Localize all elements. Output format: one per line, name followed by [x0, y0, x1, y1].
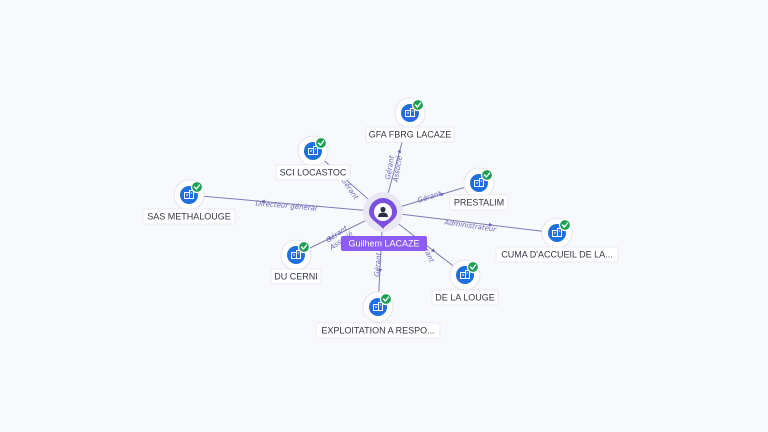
company-node-cuma[interactable]: CUMA D'ACCUEIL DE LA...	[495, 217, 619, 263]
edge-arrow-gfa	[397, 148, 402, 154]
edge-sas	[188, 194, 384, 213]
node-label-box	[365, 126, 455, 143]
edge-label-cuma: Administrateur	[443, 218, 498, 233]
edge-label-sas: Directeur général	[255, 199, 317, 212]
verified-check-icon	[480, 168, 494, 182]
node-label-box	[495, 246, 619, 263]
edge-arrow-sas	[260, 199, 265, 204]
company-node-sas[interactable]: SAS METHALOUGE	[142, 179, 236, 225]
edge-label-exploit: Gérant	[373, 252, 383, 277]
verified-check-icon	[314, 136, 328, 150]
node-label: SCI LOCASTOC	[280, 168, 347, 178]
center-label-box	[341, 236, 427, 251]
person-body-icon	[378, 212, 388, 217]
edge-label-gfa: GérantAssocié	[384, 153, 405, 184]
verified-check-icon	[190, 180, 204, 194]
company-node-ducerni[interactable]: DU CERNI	[270, 239, 322, 285]
edge-arrow-delalouge	[431, 248, 436, 253]
node-label-box	[270, 268, 322, 285]
building-icon	[474, 178, 484, 187]
node-label-box	[315, 322, 441, 339]
node-label: DE LA LOUGE	[435, 293, 495, 303]
verified-check-icon	[411, 98, 425, 112]
person-head-icon	[380, 206, 386, 213]
node-label-box	[449, 194, 509, 211]
building-icon	[460, 270, 470, 279]
edge-arrow-exploit	[378, 268, 383, 273]
edge-arrow-cuma	[488, 222, 493, 227]
edge-label-prestalim: Gérant	[417, 189, 443, 204]
edge-arrow-prestalim	[440, 192, 445, 197]
company-node-gfa[interactable]: GFA FBRG LACAZE	[365, 97, 455, 143]
building-icon	[373, 302, 383, 311]
center-person[interactable]: Guilhem LACAZE	[341, 192, 427, 251]
node-label-box	[275, 164, 351, 181]
node-label-box	[431, 289, 499, 306]
building-icon	[308, 146, 318, 155]
building-icon	[291, 250, 301, 259]
building-icon	[405, 108, 415, 117]
graph-nodes: GFA FBRG LACAZE SCI LOCASTOC PRESTALIM SAS …	[142, 97, 619, 339]
verified-check-icon	[297, 240, 311, 254]
edge-cuma	[382, 211, 558, 234]
center-name: Guilhem LACAZE	[348, 239, 419, 249]
node-label: PRESTALIM	[454, 198, 504, 208]
building-icon	[552, 228, 562, 237]
company-node-exploit[interactable]: EXPLOITATION A RESPO...	[315, 291, 441, 339]
company-node-delalouge[interactable]: DE LA LOUGE	[431, 259, 499, 306]
company-node-prestalim[interactable]: PRESTALIM	[449, 167, 509, 211]
edge-arrow-ducerni	[327, 235, 332, 240]
node-label-box	[142, 208, 236, 225]
verified-check-icon	[466, 260, 480, 274]
node-label: DU CERNI	[274, 272, 318, 282]
company-node-sci[interactable]: SCI LOCASTOC	[275, 135, 351, 181]
node-label: GFA FBRG LACAZE	[369, 130, 452, 140]
node-label: EXPLOITATION A RESPO...	[321, 326, 434, 336]
building-icon	[184, 190, 194, 199]
verified-check-icon	[558, 218, 572, 232]
node-label: SAS METHALOUGE	[147, 212, 231, 222]
node-label: CUMA D'ACCUEIL DE LA...	[501, 250, 612, 260]
verified-check-icon	[379, 292, 393, 306]
